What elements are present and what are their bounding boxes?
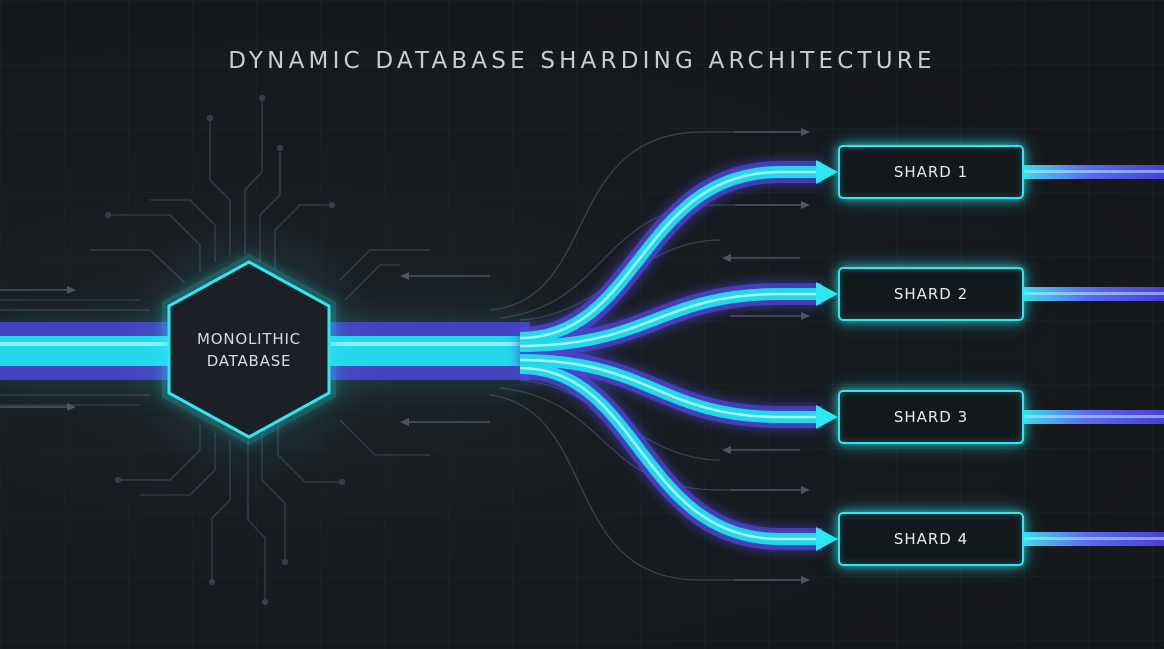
branch-beams (519, 161, 822, 550)
shard-2-label: SHARD 2 (893, 285, 969, 303)
source-label-line2: DATABASE (206, 352, 292, 370)
shard-2-node: SHARD 2 (838, 267, 1024, 321)
branch-arrowheads (816, 160, 838, 551)
diagram-title: DYNAMIC DATABASE SHARDING ARCHITECTURE (228, 48, 936, 74)
source-database-label: MONOLITHIC DATABASE (164, 328, 334, 372)
output-beams (1024, 165, 1164, 546)
shard-3-node: SHARD 3 (838, 390, 1024, 444)
shard-1-label: SHARD 1 (893, 163, 969, 181)
shard-1-node: SHARD 1 (838, 145, 1024, 199)
shard-4-label: SHARD 4 (893, 530, 969, 548)
flow-arrows (0, 128, 810, 584)
source-label-line1: MONOLITHIC (197, 330, 301, 348)
shard-3-label: SHARD 3 (893, 408, 969, 426)
monolithic-database-node (119, 219, 379, 479)
shard-4-node: SHARD 4 (838, 512, 1024, 566)
